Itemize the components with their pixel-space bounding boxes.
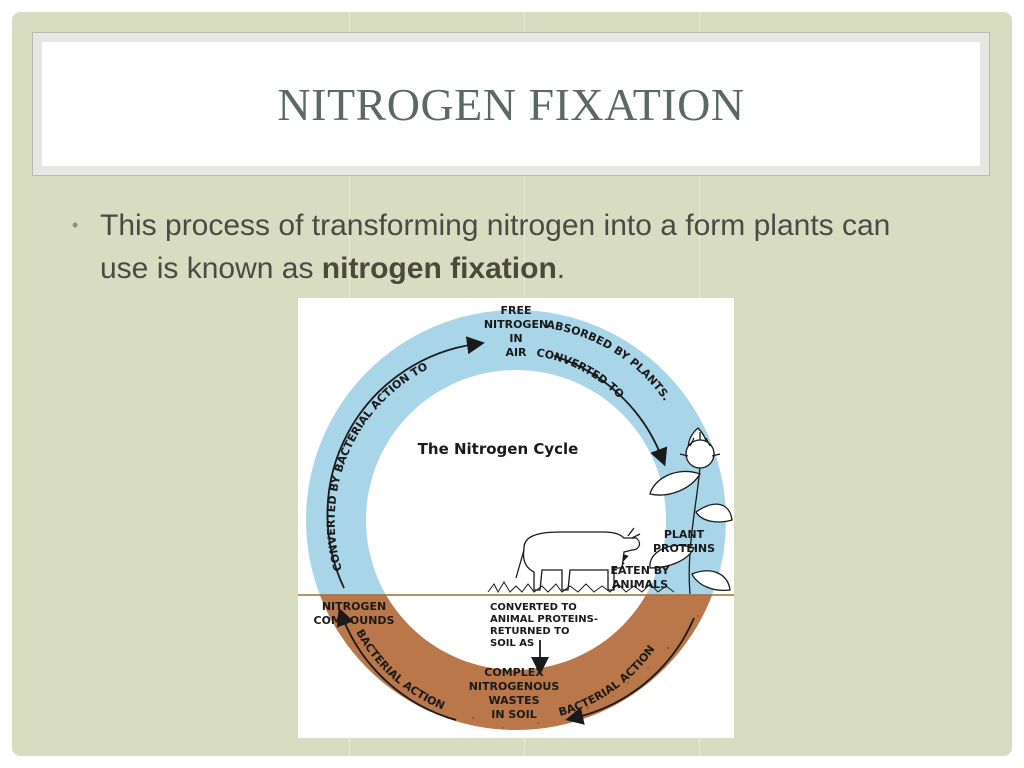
slide-title: NITROGEN FIXATION: [277, 78, 745, 130]
svg-text:AIR: AIR: [505, 346, 527, 359]
svg-text:ANIMALS: ANIMALS: [612, 578, 668, 591]
bullet-text-end: .: [556, 252, 566, 285]
soil-ring: [319, 595, 713, 730]
diagram-title: The Nitrogen Cycle: [418, 440, 579, 458]
nitrogen-cycle-diagram: CONVERTED BY BACTERIAL ACTION TO ABSORBE…: [298, 298, 734, 738]
svg-text:PROTEINS: PROTEINS: [653, 542, 715, 555]
label-nitrogen-compounds: NITROGEN COMPOUNDS: [314, 600, 395, 627]
label-complex-wastes: COMPLEX NITROGENOUS WASTES IN SOIL: [469, 666, 560, 721]
plant-illustration: [649, 427, 733, 595]
cycle-arrows: [326, 336, 695, 725]
svg-text:NITROGEN: NITROGEN: [322, 600, 386, 613]
soil-texture: [326, 615, 699, 729]
svg-text:CONVERTED TO: CONVERTED TO: [490, 602, 577, 613]
grass-line: [487, 581, 675, 594]
svg-text:NITROGEN: NITROGEN: [484, 318, 548, 331]
bullet-text: This process of transforming nitrogen in…: [100, 204, 920, 290]
svg-text:IN SOIL: IN SOIL: [491, 708, 537, 721]
label-converted-animal-proteins: CONVERTED TO ANIMAL PROTEINS- RETURNED T…: [490, 602, 598, 649]
bullet-text-plain: This process of transforming nitrogen in…: [100, 209, 891, 285]
svg-text:IN: IN: [509, 332, 522, 345]
svg-text:NITROGENOUS: NITROGENOUS: [469, 680, 560, 693]
cow-illustration: [515, 527, 641, 591]
label-free-nitrogen: FREE NITROGEN IN AIR: [484, 304, 548, 359]
svg-text:RETURNED TO: RETURNED TO: [490, 626, 569, 637]
svg-text:FREE: FREE: [500, 304, 531, 317]
title-box: NITROGEN FIXATION: [32, 32, 990, 176]
svg-text:WASTES: WASTES: [488, 694, 539, 707]
bullet-dot: •: [72, 215, 79, 235]
label-plant-proteins: PLANT PROTEINS: [653, 528, 715, 555]
svg-text:EATEN BY: EATEN BY: [611, 564, 671, 577]
svg-text:PLANT: PLANT: [664, 528, 705, 541]
svg-text:ANIMAL PROTEINS-: ANIMAL PROTEINS-: [490, 614, 598, 625]
label-eaten-by-animals: EATEN BY ANIMALS: [611, 564, 671, 591]
bullet-text-bold: nitrogen fixation: [321, 252, 557, 285]
svg-text:SOIL AS: SOIL AS: [490, 638, 534, 649]
svg-text:COMPLEX: COMPLEX: [484, 666, 544, 679]
svg-text:COMPOUNDS: COMPOUNDS: [314, 614, 395, 627]
slide: NITROGEN FIXATION • This process of tran…: [12, 12, 1012, 756]
